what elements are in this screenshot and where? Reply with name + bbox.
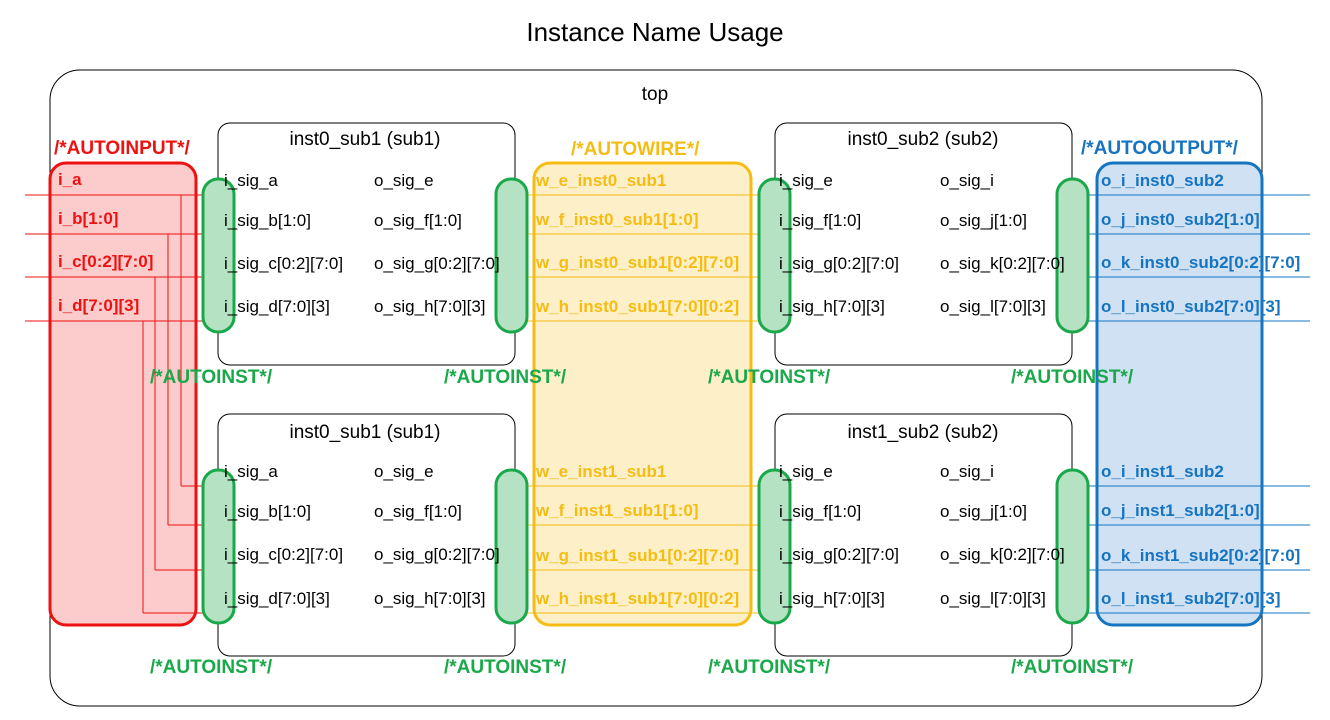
output-port-label: o_sig_e — [374, 462, 434, 481]
output-port-label: o_sig_k[0:2][7:0] — [940, 545, 1065, 564]
output-port-label: o_sig_f[1:0] — [374, 211, 462, 230]
wire-label: w_h_inst0_sub1[7:0][0:2] — [535, 297, 739, 316]
wire-label: w_g_inst1_sub1[0:2][7:0] — [535, 546, 739, 565]
input-port-label: i_sig_g[0:2][7:0] — [779, 254, 899, 273]
input-port-label: i_sig_d[7:0][3] — [224, 589, 330, 608]
autoinst-connector — [1055, 177, 1090, 334]
input-signal-label: i_b[1:0] — [58, 209, 118, 228]
output-port-label: o_sig_k[0:2][7:0] — [940, 254, 1065, 273]
instance-box — [217, 122, 516, 366]
output-port-label: o_sig_i — [940, 462, 994, 481]
input-port-label: i_sig_c[0:2][7:0] — [224, 254, 343, 273]
input-signal-label: i_c[0:2][7:0] — [58, 252, 153, 271]
autoinst-connector — [757, 468, 792, 625]
output-port-label: o_sig_g[0:2][7:0] — [374, 545, 500, 564]
wire-label: w_h_inst1_sub1[7:0][0:2] — [535, 589, 739, 608]
autoinst-connector — [1055, 468, 1090, 625]
wire-label: w_g_inst0_sub1[0:2][7:0] — [535, 253, 739, 272]
output-signal-label: o_k_inst0_sub2[0:2][7:0] — [1101, 253, 1300, 272]
wire-label: w_e_inst1_sub1 — [535, 462, 666, 481]
wire-label: w_f_inst1_sub1[1:0] — [535, 501, 699, 520]
wire-label: w_f_inst0_sub1[1:0] — [535, 210, 699, 229]
output-port-label: o_sig_l[7:0][3] — [940, 297, 1046, 316]
input-port-label: i_sig_e — [779, 171, 833, 190]
input-port-label: i_sig_h[7:0][3] — [779, 297, 885, 316]
output-port-label: o_sig_j[1:0] — [940, 211, 1027, 230]
output-port-label: o_sig_j[1:0] — [940, 502, 1027, 521]
input-port-label: i_sig_e — [779, 462, 833, 481]
output-port-label: o_sig_i — [940, 171, 994, 190]
wire-label: w_e_inst0_sub1 — [535, 171, 666, 190]
input-signal-label: i_d[7:0][3] — [58, 296, 139, 315]
input-port-label: i_sig_d[7:0][3] — [224, 297, 330, 316]
output-port-label: o_sig_e — [374, 171, 434, 190]
autoinst-connector — [201, 468, 236, 625]
input-port-label: i_sig_b[1:0] — [224, 502, 311, 521]
output-port-label: o_sig_h[7:0][3] — [374, 589, 486, 608]
input-port-label: i_sig_b[1:0] — [224, 211, 311, 230]
input-port-label: i_sig_g[0:2][7:0] — [779, 545, 899, 564]
instance-title: inst0_sub2 (sub2) — [847, 129, 998, 150]
output-signal-label: o_i_inst1_sub2 — [1101, 462, 1224, 481]
input-port-label: i_sig_h[7:0][3] — [779, 589, 885, 608]
autoinput-label: /*AUTOINPUT*/ — [54, 138, 191, 159]
autoinst-connector — [201, 177, 236, 334]
autoinput-group — [48, 161, 198, 627]
output-signal-label: o_i_inst0_sub2 — [1101, 171, 1224, 190]
autoinst-label: /*AUTOINST*/ — [150, 657, 273, 678]
instance-title: inst1_sub2 (sub2) — [847, 422, 998, 443]
autoinst-connector — [494, 177, 529, 334]
autooutput-group — [1095, 161, 1264, 627]
autoinst-label: /*AUTOINST*/ — [444, 367, 567, 388]
input-port-label: i_sig_a — [224, 171, 278, 190]
autoinst-label: /*AUTOINST*/ — [444, 657, 567, 678]
output-signal-label: o_j_inst0_sub2[1:0] — [1101, 210, 1260, 229]
output-signal-label: o_l_inst1_sub2[7:0][3] — [1101, 589, 1281, 608]
autoinst-label: /*AUTOINST*/ — [1011, 657, 1134, 678]
output-signal-label: o_l_inst0_sub2[7:0][3] — [1101, 297, 1281, 316]
instance-title: inst0_sub1 (sub1) — [289, 129, 440, 150]
input-port-label: i_sig_f[1:0] — [779, 502, 861, 521]
output-signal-label: o_j_inst1_sub2[1:0] — [1101, 501, 1260, 520]
output-port-label: o_sig_l[7:0][3] — [940, 589, 1046, 608]
instance-box — [217, 413, 516, 657]
autoinst-label: /*AUTOINST*/ — [150, 367, 273, 388]
autooutput-label: /*AUTOOUTPUT*/ — [1081, 138, 1239, 159]
input-port-label: i_sig_f[1:0] — [779, 211, 861, 230]
autoinst-label: /*AUTOINST*/ — [708, 657, 831, 678]
instance-box — [774, 122, 1073, 366]
instance-box — [774, 413, 1073, 657]
instance-title: inst0_sub1 (sub1) — [289, 422, 440, 443]
autowire-label: /*AUTOWIRE*/ — [571, 139, 700, 160]
input-port-label: i_sig_c[0:2][7:0] — [224, 545, 343, 564]
diagram-title: Instance Name Usage — [526, 17, 783, 47]
output-port-label: o_sig_f[1:0] — [374, 502, 462, 521]
autowire-group — [532, 161, 753, 627]
input-port-label: i_sig_a — [224, 462, 278, 481]
output-signal-label: o_k_inst1_sub2[0:2][7:0] — [1101, 546, 1300, 565]
autoinst-connector — [494, 468, 529, 625]
autoinst-label: /*AUTOINST*/ — [708, 367, 831, 388]
output-port-label: o_sig_g[0:2][7:0] — [374, 254, 500, 273]
top-module-label: top — [642, 84, 668, 105]
output-port-label: o_sig_h[7:0][3] — [374, 297, 486, 316]
autoinst-connector — [757, 177, 792, 334]
input-signal-label: i_a — [58, 170, 82, 189]
autoinst-label: /*AUTOINST*/ — [1011, 367, 1134, 388]
